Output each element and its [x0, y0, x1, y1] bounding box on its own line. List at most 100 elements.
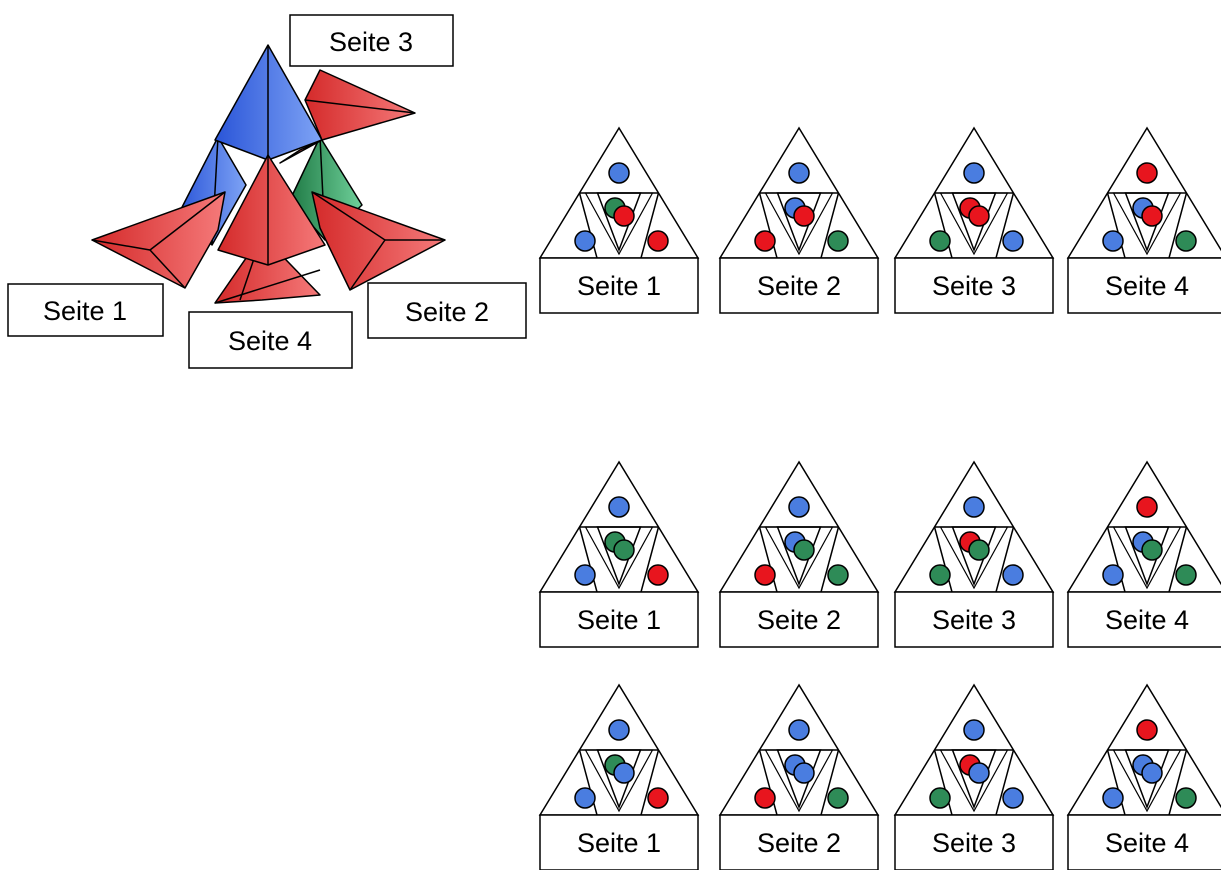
dot-center-front	[968, 762, 990, 784]
panel-label-box	[1067, 814, 1221, 870]
dot-center-front	[1141, 205, 1163, 227]
inner-triangle	[764, 192, 834, 256]
dot-top	[1136, 162, 1158, 184]
divider-line	[758, 749, 778, 816]
divider-line	[1106, 192, 1126, 259]
dot-top	[963, 162, 985, 184]
dot-center-front	[968, 539, 990, 561]
model-label-side3: Seite 3	[289, 14, 454, 67]
panel-label: Seite 4	[1105, 271, 1189, 301]
divider-line	[640, 526, 660, 593]
panel-label: Seite 1	[577, 271, 661, 301]
dot-center-front	[613, 539, 635, 561]
red-pyramid-side2	[311, 191, 446, 291]
dot-right	[647, 564, 669, 586]
inner-triangle	[1112, 749, 1182, 813]
dot-top	[788, 496, 810, 518]
dot-center-front	[613, 205, 635, 227]
divider-line	[995, 749, 1015, 816]
inner-triangle	[584, 749, 654, 813]
dot-center-front	[793, 762, 815, 784]
model-label-side2-text: Seite 2	[405, 297, 489, 327]
dot-right	[1175, 787, 1197, 809]
panel-row1-3: Seite 3	[893, 126, 1055, 314]
dot-left	[1102, 787, 1124, 809]
divider-line	[933, 749, 953, 816]
dot-left	[1102, 230, 1124, 252]
divider-line	[578, 526, 598, 593]
dot-center-front	[1141, 539, 1163, 561]
dot-center-front	[613, 762, 635, 784]
dot-left	[754, 564, 776, 586]
dot-top	[608, 162, 630, 184]
panel-label: Seite 4	[1105, 828, 1189, 858]
dot-right	[1175, 564, 1197, 586]
divider-line	[1168, 749, 1188, 816]
dot-center-front	[793, 539, 815, 561]
divider-line	[758, 526, 778, 593]
red-pyramid-side3	[279, 69, 416, 164]
dot-right	[647, 230, 669, 252]
model-label-side1-text: Seite 1	[43, 296, 127, 326]
dot-left	[1102, 564, 1124, 586]
dot-right	[827, 564, 849, 586]
panel-row2-4: Seite 4	[1066, 460, 1221, 648]
model-label-side2: Seite 2	[367, 282, 527, 339]
dot-right	[827, 230, 849, 252]
dot-center-front	[1141, 762, 1163, 784]
panel-row3-2: Seite 2	[718, 683, 880, 870]
panel-label: Seite 3	[932, 271, 1016, 301]
inner-triangle	[764, 526, 834, 590]
dot-right	[1175, 230, 1197, 252]
dot-top	[788, 719, 810, 741]
panel-label-box	[1067, 257, 1221, 314]
divider-line	[578, 192, 598, 259]
divider-line	[995, 192, 1015, 259]
panel-label-box	[539, 814, 699, 870]
panel-label-box	[719, 591, 879, 648]
divider-line	[640, 749, 660, 816]
model-label-side3-text: Seite 3	[329, 27, 413, 57]
dot-right	[1002, 564, 1024, 586]
inner-triangle	[939, 749, 1009, 813]
panel-label: Seite 3	[932, 828, 1016, 858]
divider-line	[1168, 526, 1188, 593]
model-label-side4-text: Seite 4	[228, 326, 312, 356]
dot-left	[574, 787, 596, 809]
pyramid-model	[91, 44, 446, 304]
dot-top	[608, 496, 630, 518]
dot-top	[608, 719, 630, 741]
divider-line	[640, 192, 660, 259]
divider-line	[1106, 749, 1126, 816]
divider-line	[820, 192, 840, 259]
dot-center-front	[793, 205, 815, 227]
panel-row3-4: Seite 4	[1066, 683, 1221, 870]
inner-triangle	[764, 749, 834, 813]
dot-left	[754, 787, 776, 809]
panel-row1-2: Seite 2	[718, 126, 880, 314]
panel-row1-4: Seite 4	[1066, 126, 1221, 314]
inner-triangle	[1112, 526, 1182, 590]
panel-row2-2: Seite 2	[718, 460, 880, 648]
panel-row2-3: Seite 3	[893, 460, 1055, 648]
divider-line	[995, 526, 1015, 593]
panel-label-box	[894, 814, 1054, 870]
dot-left	[929, 230, 951, 252]
panel-label-box	[719, 257, 879, 314]
panel-row2-1: Seite 1	[538, 460, 700, 648]
divider-line	[820, 749, 840, 816]
divider-line	[758, 192, 778, 259]
panel-label: Seite 2	[757, 605, 841, 635]
inner-triangle	[1112, 192, 1182, 256]
panel-row1-1: Seite 1	[538, 126, 700, 314]
dot-top	[788, 162, 810, 184]
panel-label: Seite 1	[577, 828, 661, 858]
panel-label-box	[719, 814, 879, 870]
dot-left	[574, 564, 596, 586]
model-label-side1: Seite 1	[7, 283, 164, 337]
dot-right	[1002, 787, 1024, 809]
dot-right	[1002, 230, 1024, 252]
inner-triangle	[939, 526, 1009, 590]
